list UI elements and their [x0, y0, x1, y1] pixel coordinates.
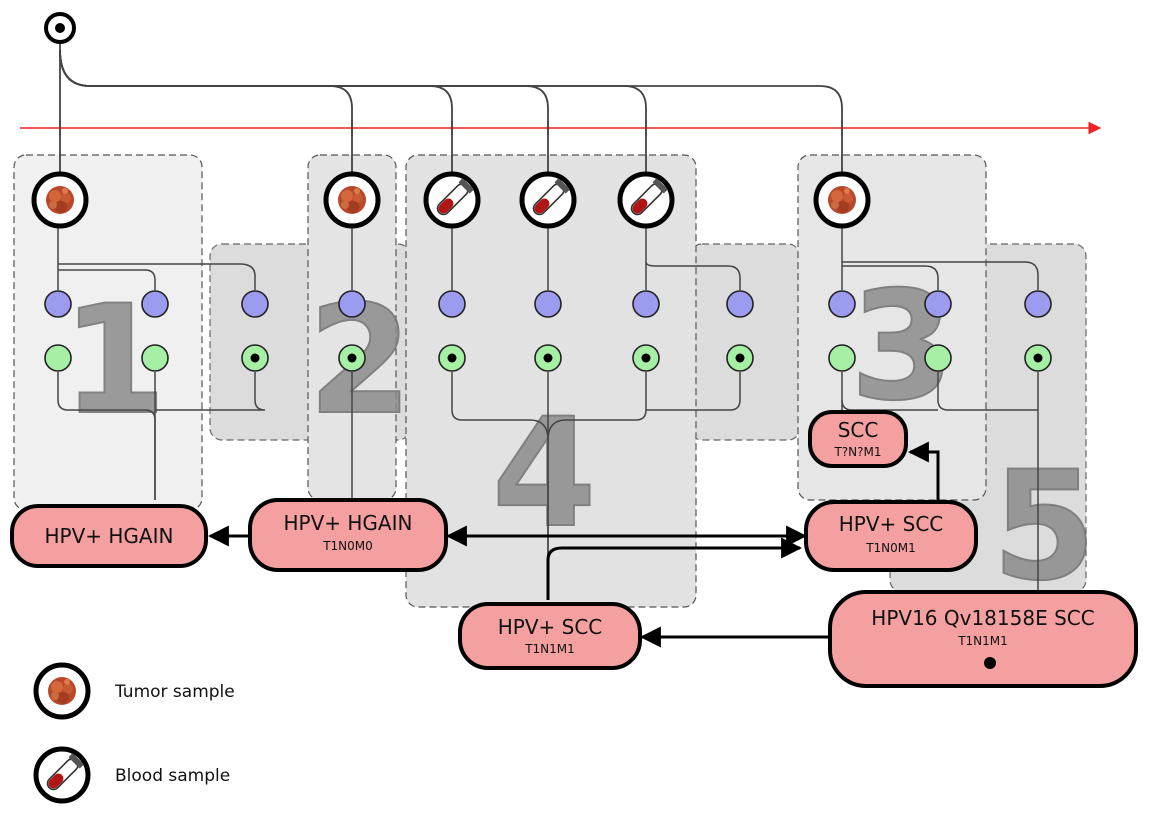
legend: Tumor sample Blood sample: [33, 662, 235, 804]
blue-node: [726, 290, 754, 318]
green-node-dots: [250, 353, 1043, 363]
green-node: [44, 344, 72, 372]
node-subtitle: T1N0M0: [322, 539, 373, 553]
node-title: HPV+ SCC: [839, 512, 944, 536]
samples: [31, 171, 871, 229]
tree-lines: [57, 228, 1039, 600]
node-scc-right: HPV+ SCC T1N0M1: [804, 500, 978, 572]
node-scc-mid: HPV+ SCC T1N1M1: [458, 602, 642, 670]
blue-node: [632, 290, 660, 318]
node-scc-small: SCC T?N?M1: [808, 410, 908, 468]
node-subtitle: T1N0M1: [865, 541, 916, 555]
node-hgain-a: HPV+ HGAIN: [10, 504, 208, 568]
blue-node: [141, 290, 169, 318]
node-title: SCC: [838, 418, 879, 442]
green-node: [924, 344, 952, 372]
arrow-scc-right-to-scc-small: [907, 441, 940, 500]
blue-node: [338, 290, 366, 318]
legend-tumor-label: Tumor sample: [114, 682, 235, 702]
node-title: HPV+ SCC: [498, 615, 603, 639]
node-hpv16: HPV16 Qv18158E SCC T1N1M1: [828, 590, 1138, 688]
node-subtitle: T1N1M1: [524, 642, 575, 656]
blue-node: [828, 290, 856, 318]
node-arrows: [207, 441, 940, 648]
node-title: HPV16 Qv18158E SCC: [871, 606, 1094, 630]
node-subtitle: T1N1M1: [957, 634, 1008, 648]
blue-node: [438, 290, 466, 318]
blood-tube-icon: [33, 746, 91, 804]
group-number-5: 5: [992, 440, 1096, 614]
tumor-sample-icon: [813, 171, 871, 229]
node-hgain-b: HPV+ HGAIN T1N0M0: [248, 498, 448, 572]
blue-node: [534, 290, 562, 318]
blue-node: [924, 290, 952, 318]
tumor-sample-icon: [323, 171, 381, 229]
blue-node: [241, 290, 269, 318]
tumor-sample-icon: [31, 171, 89, 229]
group-number-2: 2: [308, 274, 412, 448]
blood-tube-icon: [617, 171, 675, 229]
node-subtitle: T?N?M1: [833, 445, 881, 459]
blood-tube-icon: [519, 171, 577, 229]
target-icon: [44, 12, 76, 44]
arrow-scc-mid-to-scc-right: [546, 537, 803, 600]
root-marker-dot: [984, 657, 996, 669]
blue-node: [44, 290, 72, 318]
blood-tube-icon: [423, 171, 481, 229]
timeline: [20, 120, 1102, 136]
node-title: HPV+ HGAIN: [45, 524, 174, 548]
group-panels: [13, 154, 1087, 608]
node-title: HPV+ HGAIN: [284, 511, 413, 535]
tumor-sample-icon: [33, 662, 91, 720]
root-branches: [59, 40, 843, 176]
green-node: [828, 344, 856, 372]
blue-node: [1024, 290, 1052, 318]
legend-blood-label: Blood sample: [115, 766, 230, 786]
green-node: [141, 344, 169, 372]
